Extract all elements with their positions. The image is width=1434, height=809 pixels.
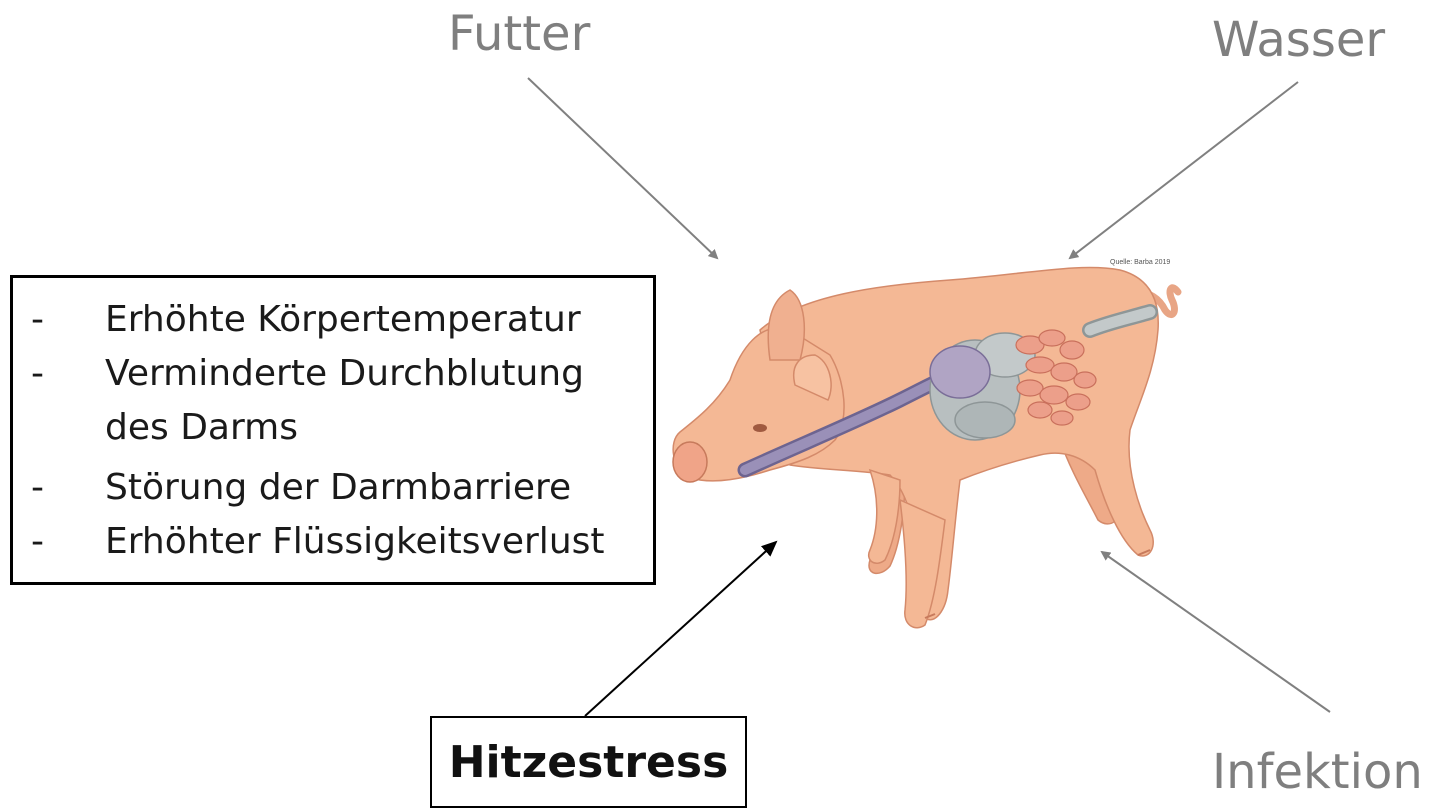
arrow-futter bbox=[528, 78, 717, 258]
effect-text: Erhöhte Körpertemperatur bbox=[105, 302, 581, 338]
bullet-dash: - bbox=[31, 524, 44, 560]
arrow-infektion bbox=[1102, 552, 1330, 712]
effect-text: Verminderte Durchblutung bbox=[105, 356, 584, 392]
bullet-dash: - bbox=[31, 302, 44, 338]
label-futter: Futter bbox=[448, 10, 590, 58]
hitzestress-box: Hitzestress bbox=[430, 716, 747, 808]
bullet-dash: - bbox=[31, 470, 44, 506]
effect-text: Erhöhter Flüssigkeitsverlust bbox=[105, 524, 605, 560]
effects-box: - Erhöhte Körpertemperatur - Verminderte… bbox=[10, 275, 656, 585]
effect-text: des Darms bbox=[105, 410, 298, 446]
hitzestress-label: Hitzestress bbox=[449, 737, 729, 788]
arrow-wasser bbox=[1070, 82, 1298, 258]
label-infektion: Infektion bbox=[1212, 748, 1423, 796]
effect-text: Störung der Darmbarriere bbox=[105, 470, 571, 506]
bullet-dash: - bbox=[31, 356, 44, 392]
source-note: Quelle: Barba 2019 bbox=[1110, 259, 1170, 266]
pig-illustration bbox=[673, 267, 1178, 627]
label-wasser: Wasser bbox=[1212, 16, 1385, 64]
